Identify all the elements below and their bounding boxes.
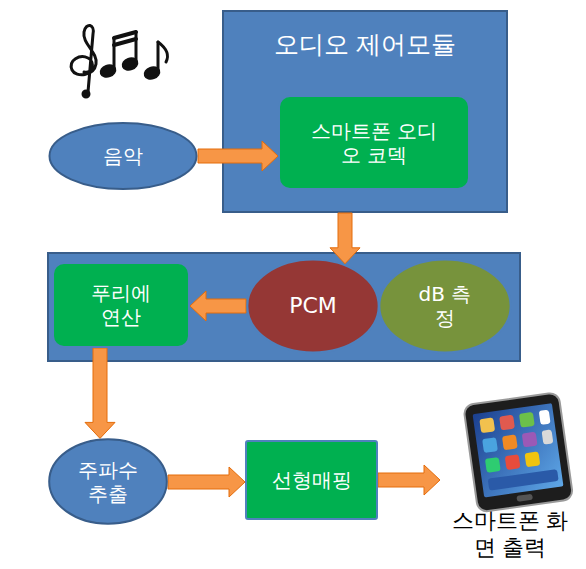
node-label: 스마트폰 화면 출력	[450, 508, 570, 561]
smartphone-icon	[463, 392, 573, 512]
source-ellipse: 음악	[48, 122, 198, 190]
flow-arrow	[330, 213, 360, 264]
node-label: 스마트폰 오디오 코덱	[309, 119, 439, 167]
processing-band	[48, 253, 520, 361]
node-label: 주파수 추출	[68, 458, 148, 506]
process-box: 선형매핑	[245, 440, 378, 520]
node-label: 음악	[103, 144, 143, 168]
process-box: 스마트폰 오디오 코덱	[278, 95, 470, 190]
node-label: dB 측정	[415, 282, 475, 330]
data-ellipse: PCM	[246, 258, 380, 354]
flow-arrow	[190, 291, 246, 321]
flow-arrow	[198, 141, 278, 171]
node-label: 선형매핑	[272, 468, 352, 492]
flow-arrow	[85, 348, 115, 438]
measure-ellipse: dB 측정	[378, 258, 512, 354]
music-notes-icon	[71, 25, 167, 97]
node-label: 푸리에 연산	[81, 281, 161, 329]
module-box: 오디오 제어모듈스마트폰 오디오 코덱	[222, 10, 508, 213]
node-label: 오디오 제어모듈	[274, 30, 457, 60]
node-label: PCM	[289, 293, 337, 319]
result-ellipse: 주파수 추출	[48, 438, 168, 525]
flow-arrow	[378, 465, 440, 495]
flow-arrow	[168, 467, 245, 497]
device-node: 스마트폰 화면 출력	[440, 395, 580, 565]
process-box: 푸리에 연산	[52, 262, 190, 348]
